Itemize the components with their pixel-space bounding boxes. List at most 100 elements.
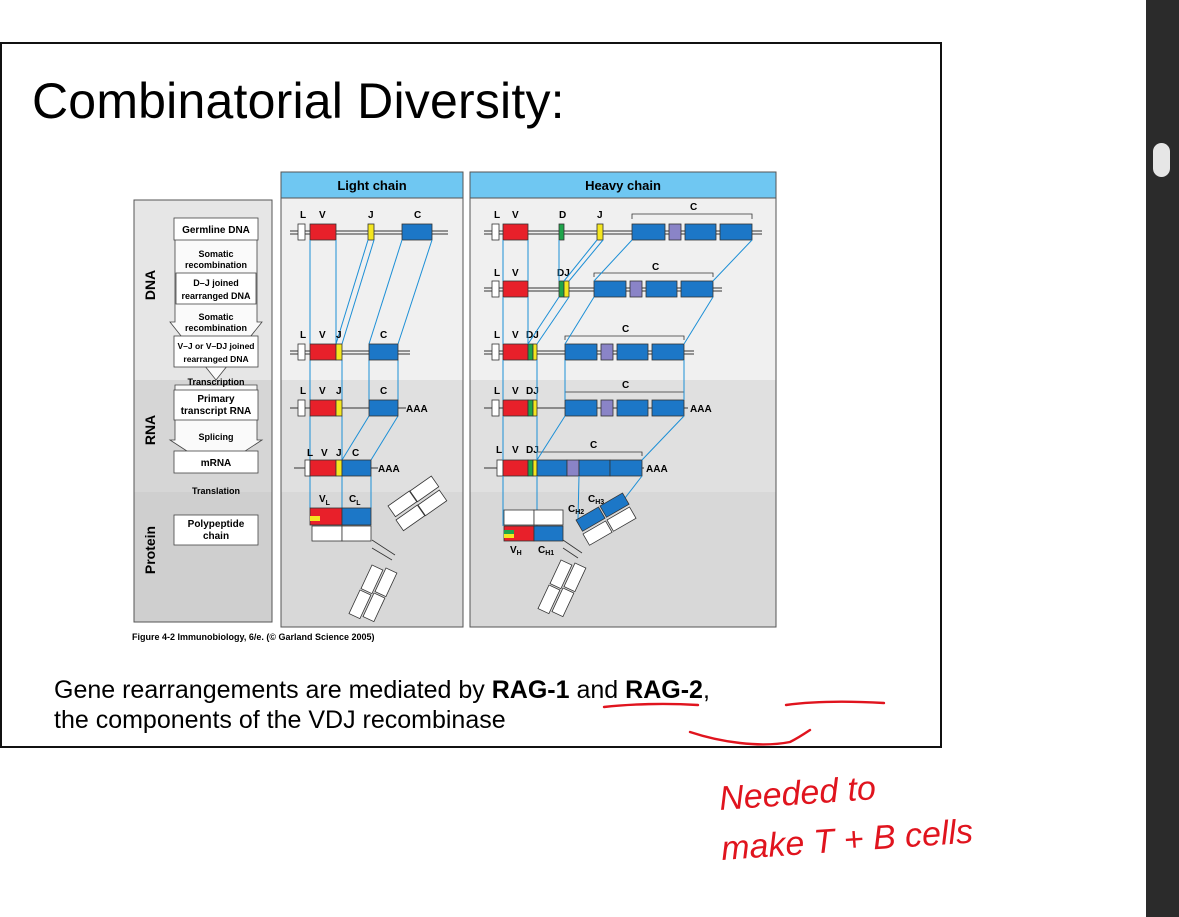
heavy-chain-title: Heavy chain <box>585 178 661 193</box>
handwritten-note-line1: Needed to <box>718 769 877 818</box>
step-label: mRNA <box>201 458 232 469</box>
gene-label: DJ <box>526 330 539 341</box>
caption-text: the components of the VDJ recombinase <box>54 706 506 734</box>
gene-label: C <box>352 448 359 459</box>
v-segment <box>502 399 529 417</box>
scrollbar-track[interactable] <box>1146 0 1179 917</box>
ch1-label: CH1 <box>538 545 554 557</box>
c-segment <box>368 343 399 361</box>
step-label: V–J or V–DJ joined <box>178 341 255 351</box>
c-exon <box>609 459 643 477</box>
antibody-sketch <box>348 475 448 623</box>
j-segment <box>335 459 343 477</box>
section-label-protein: Protein <box>142 526 158 574</box>
gene-label: V <box>319 330 326 341</box>
c-exon <box>719 223 753 241</box>
v-segment <box>309 343 337 361</box>
step-label: Transcription <box>187 377 244 387</box>
j-segment <box>532 399 538 417</box>
c-segment <box>401 223 433 241</box>
vl-label: VL <box>319 494 331 507</box>
c-exon <box>645 280 678 298</box>
leader-segment <box>491 280 500 298</box>
handwritten-note-line2: make T + B cells <box>720 812 974 868</box>
antibody-sketch <box>537 492 637 618</box>
rag2-term: RAG-2 <box>625 676 703 704</box>
gene-label: V <box>512 268 519 279</box>
step-label: Somatic <box>198 312 233 322</box>
j-segment <box>563 280 570 298</box>
hinge-exon <box>566 459 580 477</box>
polya-label: AAA <box>378 464 400 475</box>
gene-label: C <box>622 324 629 335</box>
cl-label: CL <box>349 494 361 507</box>
gene-label: C <box>414 210 421 221</box>
v-segment <box>502 280 529 298</box>
handwritten-underlines <box>602 700 886 746</box>
gene-label: J <box>368 210 374 221</box>
gene-label: L <box>307 448 313 459</box>
v-segment <box>309 399 337 417</box>
cl-domain <box>341 507 372 526</box>
ch3-label: CH3 <box>588 494 604 506</box>
j-segment <box>335 343 343 361</box>
gene-label: DJ <box>557 268 570 279</box>
leader-segment <box>304 459 311 477</box>
scrollbar-thumb[interactable] <box>1153 143 1170 177</box>
leader-segment <box>491 399 500 417</box>
c-segment <box>368 399 399 417</box>
gene-label: L <box>496 445 502 456</box>
step-box <box>173 450 259 474</box>
step-box <box>173 514 259 546</box>
c-exon <box>593 280 627 298</box>
step-label: rearranged DNA <box>183 354 248 364</box>
c-exon <box>578 459 611 477</box>
gene-label: J <box>336 386 342 397</box>
gene-label: C <box>652 262 659 273</box>
gene-label: C <box>690 202 697 213</box>
hinge-exon <box>600 399 614 417</box>
polya-label: AAA <box>690 404 712 415</box>
ch1-domain <box>533 525 564 542</box>
step-label: Splicing <box>198 432 233 442</box>
leader-segment <box>491 343 500 361</box>
polya-label: AAA <box>406 404 428 415</box>
gene-label: DJ <box>526 386 539 397</box>
gene-label: J <box>336 330 342 341</box>
gene-label: L <box>494 210 500 221</box>
c-exon <box>616 343 649 361</box>
j-segment <box>532 459 538 477</box>
hinge-exon <box>668 223 682 241</box>
v-segment <box>309 223 337 241</box>
gene-label: DJ <box>526 445 539 456</box>
leader-segment <box>297 399 306 417</box>
ch2-label: CH2 <box>568 504 584 516</box>
caption-text: Gene rearrangements are mediated by <box>54 676 492 704</box>
step-germline: Germline DNA <box>182 225 250 236</box>
step-label: Polypeptide <box>188 519 245 530</box>
step-label: Somatic <box>198 249 233 259</box>
v-segment <box>502 459 529 477</box>
v-segment <box>502 343 529 361</box>
step-label: D–J joined <box>193 278 239 288</box>
c-exon <box>564 343 598 361</box>
d-segment <box>527 459 534 477</box>
leader-segment <box>297 223 306 241</box>
d-segment <box>558 280 565 298</box>
gene-label: J <box>597 210 603 221</box>
gene-label: L <box>494 386 500 397</box>
step-label: rearranged DNA <box>181 291 251 301</box>
v-segment <box>309 459 337 477</box>
polya-label: AAA <box>646 464 668 475</box>
j-segment <box>367 223 375 241</box>
step-label: Translation <box>192 486 240 496</box>
figure-credit: Figure 4-2 Immunobiology, 6/e. (© Garlan… <box>132 632 375 642</box>
caption-text: , <box>702 676 710 704</box>
gene-label: V <box>512 386 519 397</box>
leader-segment <box>297 343 306 361</box>
c-exon <box>536 459 568 477</box>
c-segment <box>341 459 372 477</box>
caption-text: and <box>569 676 626 704</box>
gene-label: V <box>512 445 519 456</box>
protein-band <box>134 492 272 622</box>
